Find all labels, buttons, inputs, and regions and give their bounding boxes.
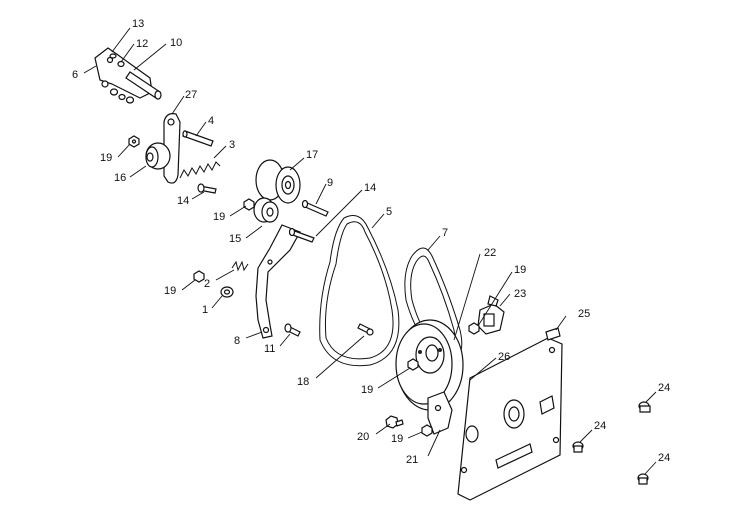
screw-20: [385, 415, 404, 429]
screw-24a: [638, 401, 651, 413]
callout-24a: 24: [658, 382, 670, 394]
callout-24b: 24: [594, 420, 606, 432]
spring-2: [231, 260, 249, 272]
leader-lines: [83, 27, 657, 475]
callout-17: 17: [306, 149, 318, 161]
callout-4: 4: [208, 115, 214, 127]
callout-24c: 24: [658, 452, 670, 464]
callout-25: 25: [578, 308, 590, 320]
callout-6: 6: [72, 69, 78, 81]
screw-24b: [572, 441, 584, 453]
callout-5: 5: [386, 206, 392, 218]
callout-7: 7: [442, 227, 448, 239]
callout-23: 23: [514, 288, 526, 300]
washer-1: [220, 286, 234, 298]
callout-labels: 13 12 10 6 27 4 3 19 16 14 17 9 14 19 15…: [72, 18, 670, 466]
pulley-15: [253, 197, 279, 223]
callout-13: 13: [132, 18, 144, 30]
main-pulley-22: [395, 319, 464, 411]
shaft-4: [182, 130, 214, 147]
nut-19f: [421, 424, 433, 437]
callout-14a: 14: [177, 195, 189, 207]
belt-5: [319, 215, 400, 367]
callout-12: 12: [136, 38, 148, 50]
callout-11: 11: [264, 343, 275, 355]
callout-15: 15: [229, 233, 241, 245]
callout-9: 9: [327, 177, 333, 189]
callout-20: 20: [357, 431, 369, 443]
callout-3: 3: [229, 139, 235, 151]
callout-1: 1: [202, 304, 208, 316]
bolt-18: [357, 323, 374, 336]
pin-10: [125, 71, 162, 100]
callout-21: 21: [406, 454, 418, 466]
nut-19d: [193, 270, 205, 283]
callout-19c: 19: [514, 264, 526, 276]
callout-14b: 14: [364, 182, 376, 194]
bracket-21: [427, 391, 453, 435]
callout-2: 2: [204, 278, 210, 290]
callout-8: 8: [234, 335, 240, 347]
nut-19c: [468, 322, 480, 335]
mount-plate-26: [457, 337, 563, 501]
screw-24c: [637, 473, 649, 485]
bracket-6: [94, 47, 153, 99]
spring-3: [179, 161, 221, 179]
nut-19a: [128, 135, 140, 148]
bolt-14a: [197, 183, 217, 194]
pulley-16: [145, 142, 171, 170]
callout-16: 16: [114, 172, 126, 184]
callout-18: 18: [297, 376, 309, 388]
callout-19d: 19: [164, 285, 176, 297]
bolt-14b: [288, 227, 315, 243]
switch-23: [477, 295, 505, 335]
callout-27: 27: [185, 89, 197, 101]
callout-19f: 19: [391, 433, 403, 445]
arm-8: [255, 224, 301, 339]
screw-25: [545, 327, 561, 341]
bolt-11: [284, 323, 301, 337]
screw-13: [109, 53, 117, 59]
callout-19a: 19: [100, 152, 112, 164]
washer-12: [117, 60, 125, 68]
bolt-9: [301, 199, 329, 217]
nut-19b: [243, 198, 255, 211]
idler-arm-27: [163, 113, 181, 184]
callout-26: 26: [498, 351, 510, 363]
pulley-17: [255, 159, 301, 204]
nut-19e: [407, 358, 419, 371]
callout-19b: 19: [213, 211, 225, 223]
callout-22: 22: [484, 247, 496, 259]
small-nuts: [109, 88, 135, 104]
callout-10: 10: [170, 37, 182, 49]
callout-19e: 19: [361, 384, 373, 396]
